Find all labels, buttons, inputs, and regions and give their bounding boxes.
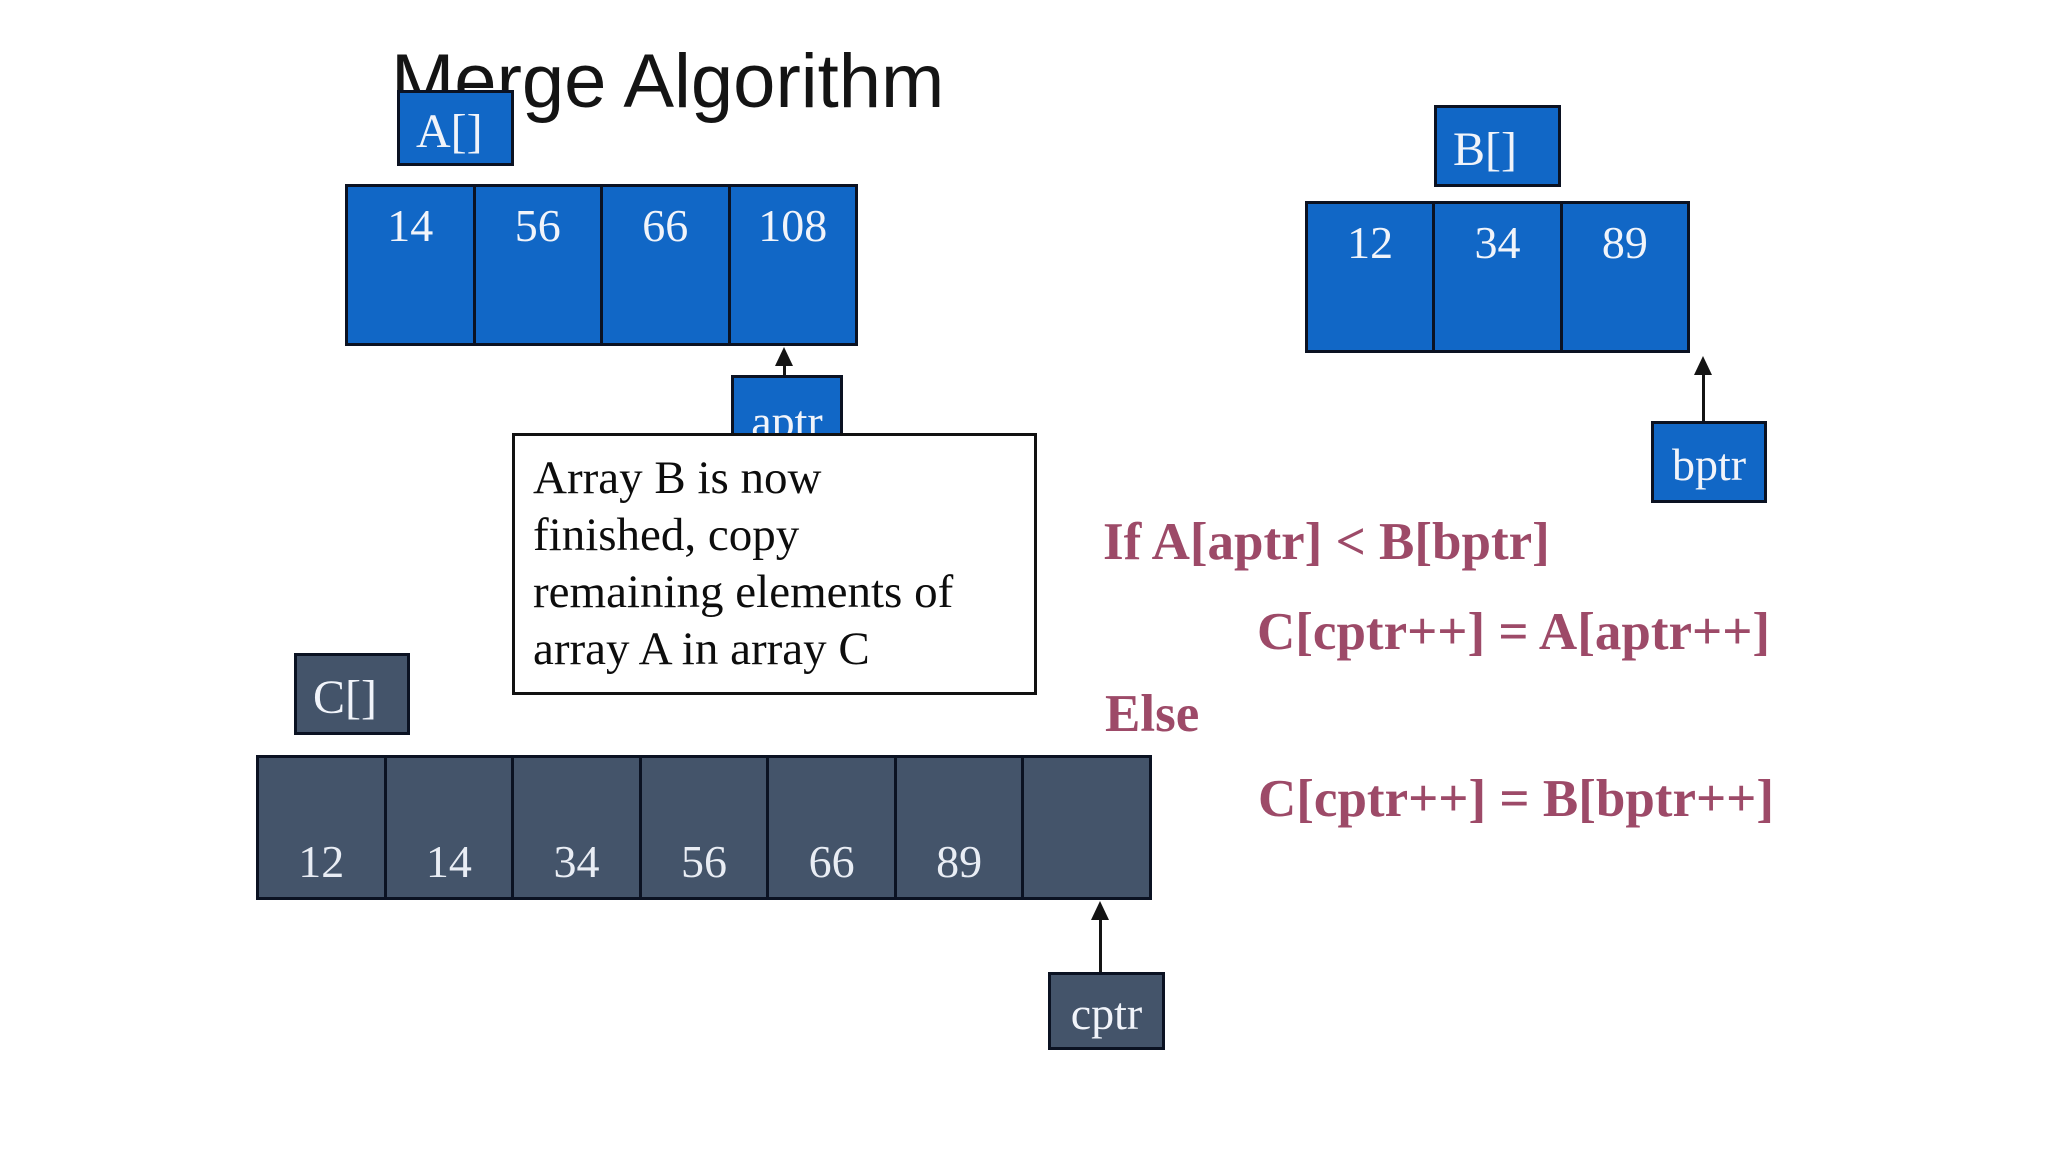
- array-c-cell: 34: [514, 758, 642, 897]
- note-line: finished, copy: [533, 509, 800, 561]
- array-c-cell: 66: [769, 758, 897, 897]
- note-line: Array B is now: [533, 452, 822, 504]
- bptr-label: bptr: [1671, 439, 1747, 490]
- array-b-cell: 89: [1601, 217, 1648, 268]
- array-b-cell: 34: [1435, 204, 1563, 350]
- array-b-label: B[]: [1453, 123, 1517, 176]
- bptr-arrow-shaft: [1702, 372, 1705, 422]
- cptr-arrow-shaft: [1099, 917, 1102, 973]
- array-b-cell: 12: [1308, 204, 1436, 350]
- bptr-box: bptr: [1651, 421, 1767, 503]
- array-c-cell: 56: [642, 758, 770, 897]
- cptr-label: cptr: [1070, 988, 1143, 1039]
- aptr-arrow-shaft: [783, 363, 786, 376]
- array-a-label: A[]: [416, 105, 483, 158]
- pseudocode-line-then: C[cptr++] = A[aptr++]: [1257, 603, 1771, 661]
- array-a-cell: 66: [603, 187, 731, 343]
- pseudocode-line-if: If A[aptr] < B[bptr]: [1103, 513, 1550, 571]
- pseudocode-line-else: Else: [1105, 685, 1200, 743]
- array-c-cell: [1024, 758, 1149, 897]
- array-a-cell: 108: [758, 200, 828, 251]
- array-c: 12 14 34 56 66 89: [256, 755, 1152, 900]
- note-line: remaining elements of: [533, 566, 954, 618]
- cptr-box: cptr: [1048, 972, 1165, 1050]
- note-line: array A in array C: [533, 623, 870, 675]
- array-c-cell: 89: [897, 758, 1025, 897]
- array-a-cell: 56: [476, 187, 603, 343]
- aptr-arrow-head: [775, 347, 793, 366]
- cptr-arrow-head: [1091, 901, 1109, 920]
- bptr-arrow-head: [1694, 356, 1712, 375]
- array-a-label-box: A[]: [397, 90, 514, 166]
- array-c-label: C[]: [313, 671, 377, 724]
- note-box: Array B is now finished, copy remaining …: [512, 433, 1037, 695]
- array-c-cell: 12: [259, 758, 387, 897]
- array-b: 12 34 89: [1305, 201, 1690, 353]
- array-c-cell: 14: [387, 758, 515, 897]
- pseudocode-line-else-body: C[cptr++] = B[bptr++]: [1258, 770, 1775, 828]
- array-c-label-box: C[]: [294, 653, 410, 735]
- array-a-cell: 14: [348, 187, 476, 343]
- array-a: 14 56 66 108: [345, 184, 858, 346]
- array-b-label-box: B[]: [1434, 105, 1561, 187]
